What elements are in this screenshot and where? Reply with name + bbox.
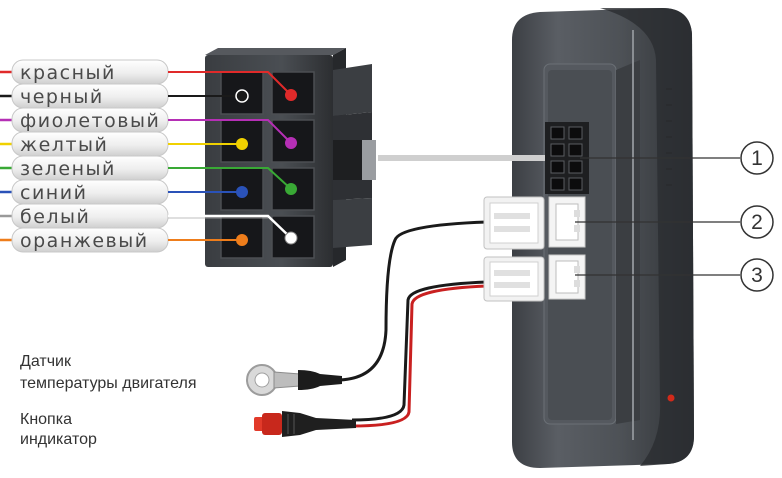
wire-row-red: красный bbox=[0, 59, 297, 101]
callout-circle bbox=[740, 258, 774, 292]
callout-number: 1 bbox=[751, 147, 763, 170]
socket-2 bbox=[548, 196, 586, 248]
callout-circle bbox=[740, 141, 774, 175]
callout-number: 3 bbox=[751, 264, 763, 287]
wire-label: зеленый bbox=[20, 158, 116, 180]
socket-3 bbox=[548, 254, 586, 300]
callout-3: 3 bbox=[575, 258, 774, 292]
wire-pin-dot bbox=[235, 89, 249, 103]
plug-2 bbox=[483, 196, 545, 250]
wire-label: красный bbox=[20, 62, 116, 84]
wire-label: черный bbox=[20, 86, 104, 108]
wire-line bbox=[168, 71, 292, 96]
callout-circle bbox=[740, 205, 774, 239]
wire-row-violet: фиолетовый bbox=[0, 107, 297, 149]
wire-row-orange: оранжевый bbox=[0, 227, 248, 253]
wire-row-white: белый bbox=[0, 203, 298, 245]
wire-row-yellow: желтый bbox=[0, 131, 248, 157]
sensor-caption-line1: Датчик bbox=[20, 353, 72, 370]
callout-number: 2 bbox=[751, 211, 763, 234]
temperature-sensor bbox=[246, 364, 342, 396]
wire-label: желтый bbox=[20, 134, 108, 156]
sensor-caption-line2: температуры двигателя bbox=[20, 375, 197, 392]
wire-pin-dot bbox=[236, 186, 248, 198]
plug-3 bbox=[483, 256, 545, 302]
wire-line bbox=[168, 214, 292, 239]
wire-line bbox=[168, 119, 292, 144]
sensor-wire bbox=[339, 220, 488, 382]
wire-pin-dot bbox=[285, 183, 297, 195]
indicator-button bbox=[254, 411, 356, 437]
button-caption-line2: индикатор bbox=[20, 431, 97, 448]
wire-row-blue: синий bbox=[0, 179, 248, 205]
wire-legend: красный черный фиолетовый желтый bbox=[0, 59, 298, 253]
wire-pin-dot bbox=[285, 137, 297, 149]
callout-2: 2 bbox=[575, 205, 774, 239]
wire-label: оранжевый bbox=[20, 230, 149, 252]
wire-label: белый bbox=[20, 206, 90, 228]
button-wire-red bbox=[351, 284, 488, 428]
callout-1: 1 bbox=[580, 141, 774, 175]
wire-pin-dot bbox=[284, 231, 298, 245]
wire-pin-dot bbox=[285, 89, 297, 101]
wire-label: фиолетовый bbox=[20, 110, 160, 132]
button-wire-black bbox=[351, 280, 488, 422]
button-caption-line1: Кнопка bbox=[20, 411, 72, 428]
wire-label: синий bbox=[20, 182, 87, 204]
wire-line bbox=[168, 167, 292, 190]
wire-pin-dot bbox=[236, 234, 248, 246]
wire-row-green: зеленый bbox=[0, 155, 297, 195]
wire-pin-dot bbox=[236, 138, 248, 150]
